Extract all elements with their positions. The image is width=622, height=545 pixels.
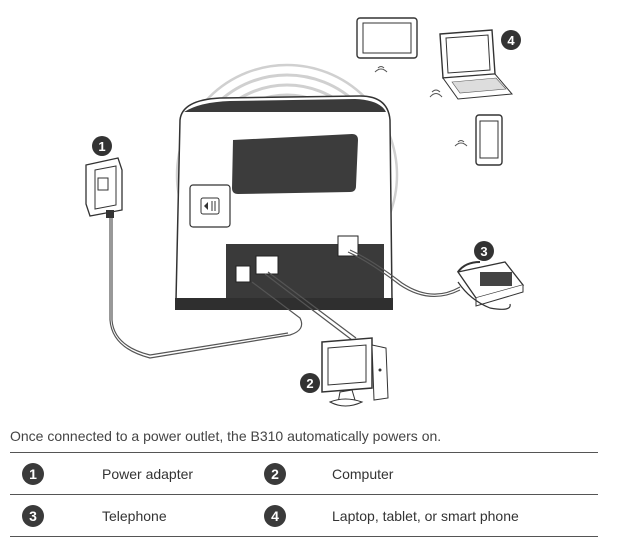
legend-label: Computer [332, 452, 598, 495]
legend-label: Power adapter [102, 452, 252, 495]
smartphone-device [454, 114, 503, 166]
legend-label: Laptop, tablet, or smart phone [332, 494, 598, 537]
legend-label: Telephone [102, 494, 252, 537]
svg-text:1: 1 [98, 139, 105, 154]
marker-2: 2 [300, 373, 320, 393]
cables [109, 215, 461, 359]
caption-text: Once connected to a power outlet, the B3… [10, 428, 442, 444]
laptop-device [429, 29, 514, 100]
legend-table: 1 Power adapter 2 Computer 3 Telephone 4… [10, 452, 598, 537]
number-badge: 4 [264, 504, 286, 527]
svg-text:2: 2 [306, 376, 313, 391]
legend-row: 1 Power adapter 2 Computer [10, 452, 598, 495]
router-device [175, 95, 393, 310]
marker-3: 3 [474, 241, 494, 261]
telephone-device [456, 261, 525, 310]
number-badge: 2 [264, 462, 286, 485]
power-adapter-device [85, 157, 123, 218]
computer-device [321, 337, 389, 407]
svg-text:3: 3 [480, 244, 487, 259]
legend-row: 3 Telephone 4 Laptop, tablet, or smart p… [10, 494, 598, 537]
tablet-device [356, 17, 418, 73]
router-connection-illustration: 1 2 3 4 [85, 17, 525, 407]
number-badge: 3 [22, 504, 44, 527]
number-badge: 1 [22, 462, 44, 485]
svg-text:4: 4 [507, 33, 515, 48]
marker-4: 4 [501, 30, 521, 50]
marker-1: 1 [92, 136, 112, 156]
